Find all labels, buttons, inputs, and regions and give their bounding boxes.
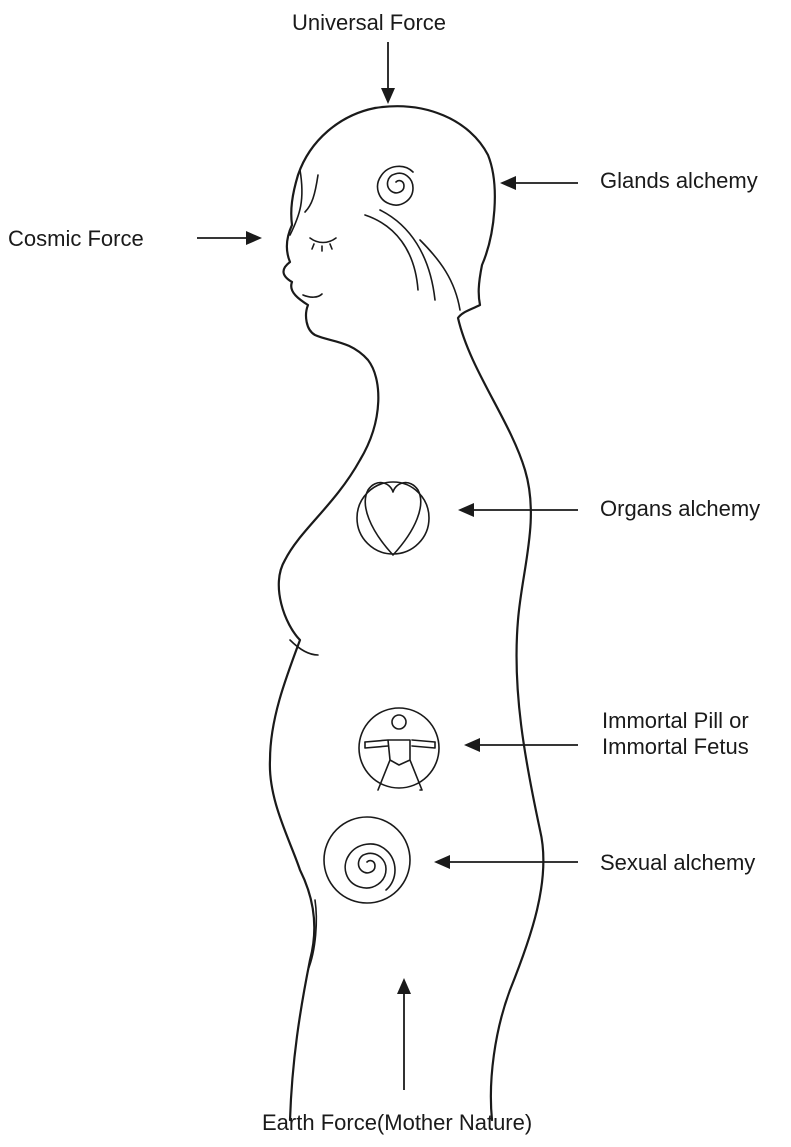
hair-strand: [420, 240, 460, 310]
eyelash: [312, 244, 332, 251]
immortal-label-line2: Immortal Fetus: [602, 734, 749, 760]
hair-strand: [365, 215, 418, 290]
heart-icon: [357, 482, 429, 555]
hair-strand: [305, 175, 318, 212]
arrow-glands: [500, 176, 578, 190]
arrow-cosmic: [197, 231, 262, 245]
sexual-alchemy-label: Sexual alchemy: [600, 850, 755, 876]
arrow-sexual: [434, 855, 578, 869]
immortal-label: Immortal Pill or Immortal Fetus: [602, 708, 749, 761]
human-figure-icon: [359, 708, 439, 790]
cosmic-force-label: Cosmic Force: [8, 226, 144, 252]
body-outline-front: [270, 108, 378, 1120]
organs-alchemy-label: Organs alchemy: [600, 496, 760, 522]
universal-force-label: Universal Force: [292, 10, 446, 36]
arrow-immortal: [464, 738, 578, 752]
closed-eye: [310, 238, 336, 243]
arrow-earth: [397, 978, 411, 1090]
mouth: [303, 294, 322, 297]
spiral-icon: [324, 817, 410, 903]
glands-alchemy-label: Glands alchemy: [600, 168, 758, 194]
earth-force-label: Earth Force(Mother Nature): [262, 1110, 532, 1136]
hair-strand: [380, 210, 435, 300]
arrow-universal: [381, 42, 395, 104]
body-outline-back: [375, 106, 543, 1120]
spiral-icon: [378, 166, 413, 205]
immortal-label-line1: Immortal Pill or: [602, 708, 749, 734]
arrow-organs: [458, 503, 578, 517]
